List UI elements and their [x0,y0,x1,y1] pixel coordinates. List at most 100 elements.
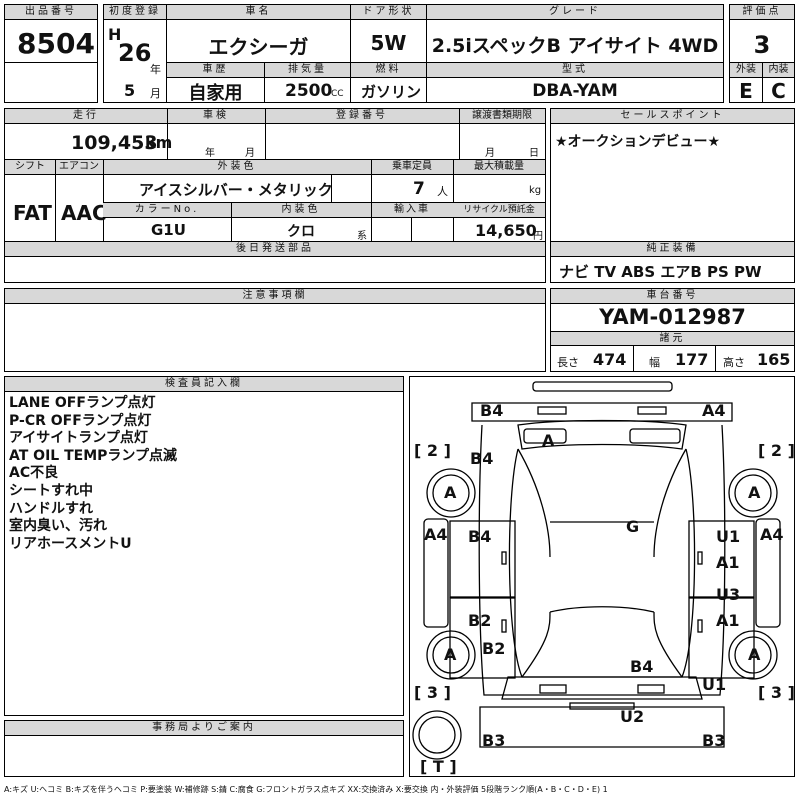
height-value: 165 [757,350,791,369]
equipment-cell: 純正装備 ナビ TV ABS エアB PS PW [550,241,795,283]
mirror-shape [629,428,681,444]
chassis-label: 車台番号 [551,289,794,304]
exterior-label: 外装 [730,63,762,78]
diag-hood: B4 [470,449,494,468]
model-code-cell: 型式 DBA-YAM [426,62,724,103]
score-cell: 評価点 3 [729,4,795,63]
inspector-label: 検査員記入欄 [5,377,403,392]
inspection-month-unit: 月 [245,148,255,159]
transfer-deadline-label: 譲渡書類期限 [459,109,545,124]
mileage-label: 走行 [5,109,167,124]
lot-number-blank [4,62,98,103]
equipment-value: ナビ TV ABS エアB PS PW [559,263,762,281]
first-registration-label: 初度登録 [104,5,166,20]
diag-right-rear-door-2: A1 [716,611,740,630]
km-unit: km [145,133,173,152]
width-label: 幅 [649,356,660,369]
width-value: 177 [675,350,709,369]
deadline-day-unit: 日 [529,148,539,159]
inspector-note-item: AT OIL TEMPランプ点滅 [9,447,177,464]
door-handle-shape [697,619,703,633]
max-load-label: 最大積載量 [453,160,545,175]
month-value: 5 [124,81,136,100]
diag-side-right: A4 [760,525,784,544]
displacement-cell: 排気量 2500 CC [264,62,351,103]
interior-label: 内装 [763,63,794,78]
diag-left-rear-quarter: B2 [482,639,506,658]
door-cell: ドア形状 5W [350,4,427,63]
lot-number-label: 出品番号 [5,5,97,20]
left-front-door-shape [449,520,516,598]
ext-color-value: アイスシルバー・メタリック [139,181,333,199]
office-label: 事務局よりご案内 [5,721,403,736]
front-lamp-shape [637,406,667,415]
month-unit: 月 [150,87,161,100]
aircon-value: AAC [61,201,107,225]
length-value: 474 [593,350,627,369]
a-pillar-shape [517,448,551,558]
fuel-label: 燃料 [351,63,426,78]
color-no-value: G1U [151,221,186,239]
mirror-shape [523,428,567,444]
condition-diagram: B4 A4 A B4 [ 2 ] [ 2 ] A A A4 A4 B4 G U1… [409,376,795,777]
diag-right-front-door-1: U1 [716,527,741,546]
era-value: H [108,25,122,44]
car-name-value: エクシーガ [208,35,309,59]
specs-label: 諸元 [551,331,794,346]
inspector-note-item: 室内臭い、汚れ [9,518,107,535]
diag-rear-right: B3 [702,731,726,750]
roof-line-shape [549,606,655,613]
kei-unit: 系 [357,231,367,242]
diag-windshield: A [542,431,555,450]
diag-side-left: A4 [424,525,448,544]
car-name-label: 車名 [167,5,350,20]
equipment-label: 純正装備 [551,242,794,257]
right-side-strip-shape [755,518,781,628]
diag-tire-front-right: A [748,483,761,502]
body-outline-shape [478,424,726,696]
cabin-outline-shape [508,448,696,678]
diag-tire-rear-right: A [748,645,761,664]
rear-lamp-shape [539,684,567,694]
exterior-value: E [739,79,753,103]
caution-cell: 注意事項欄 [4,288,546,372]
import-label: 輸入車 [371,203,453,218]
recycle-value: 14,650 [475,221,537,240]
legend-text: A:キズ U:ヘコミ B:キズを伴うヘコミ P:要塗装 W:補修跡 S:錆 C:… [4,785,608,794]
ext-color-label: 外装色 [103,160,371,175]
a-pillar-shape [653,448,687,558]
diag-roof: G [626,517,640,536]
right-front-door-shape [688,520,755,598]
door-value: 5W [370,31,407,55]
sales-point-cell: セールスポイント ★オークションデビュー★ [550,108,795,242]
diag-bracket-t: [ T ] [420,757,457,776]
inspector-note-item: LANE OFFランプ点灯 [9,395,156,411]
c-pillar-shape [521,611,551,678]
grade-cell: グレード 2.5iスペックB アイサイト 4WD [426,4,724,63]
car-name-cell: 車名 エクシーガ [166,4,351,63]
chassis-cell: 車台番号 YAM-012987 諸元 長さ 474 幅 177 高さ 165 [550,288,795,372]
rear-plate-shape [569,702,635,710]
diag-rear-quarter-right: U1 [702,675,727,694]
diag-rear-bumper-center: U2 [620,707,645,726]
mileage-value: 109,453 [71,132,158,154]
interior-value: C [771,79,786,103]
exterior-cell: 外装 E [729,62,763,103]
int-color-label: 内装色 [231,203,371,218]
interior-cell: 内装 C [762,62,795,103]
first-registration-cell: 初度登録 H 26 年 5 月 [103,4,167,103]
reg-no-label: 登録番号 [265,109,459,124]
cc-unit: CC [331,89,344,99]
recycle-label: リサイクル預託金 [453,203,545,218]
door-label: ドア形状 [351,5,426,20]
later-parts-label: 後日発送部品 [5,242,545,257]
front-panel-shape [471,402,733,422]
chassis-value: YAM-012987 [599,305,746,329]
diag-bracket-3-right: [ 3 ] [758,683,795,702]
grade-label: グレード [427,5,723,20]
inspector-note-item: リアホースメントU [9,535,132,552]
rear-glass-shape [501,676,703,700]
model-code-label: 型式 [427,63,723,78]
